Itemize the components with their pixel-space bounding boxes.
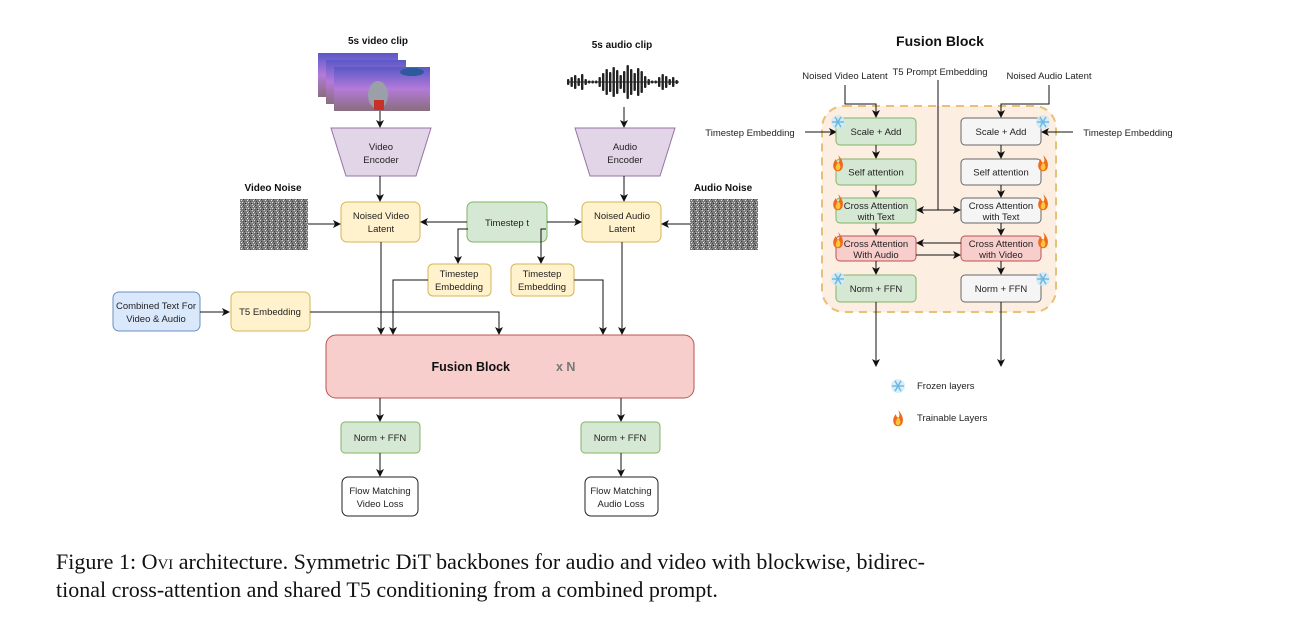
svg-text:with Text: with Text bbox=[857, 212, 895, 223]
video-noise-image bbox=[240, 199, 308, 250]
svg-text:Scale + Add: Scale + Add bbox=[851, 127, 902, 138]
trainable-legend-icon bbox=[893, 410, 903, 427]
svg-text:With Audio: With Audio bbox=[853, 250, 898, 261]
svg-text:Cross Attention: Cross Attention bbox=[844, 239, 908, 250]
main-pipeline: 5s video clip Video Encoder 5s audio cli… bbox=[112, 36, 758, 517]
figure-caption: Figure 1: Ovi architecture. Symmetric Di… bbox=[56, 549, 925, 602]
svg-text:T5 Prompt Embedding: T5 Prompt Embedding bbox=[892, 67, 987, 78]
audio-encoder bbox=[574, 127, 676, 177]
svg-text:Embedding: Embedding bbox=[518, 282, 566, 293]
svg-text:Latent: Latent bbox=[368, 224, 395, 235]
svg-text:Video Loss: Video Loss bbox=[357, 499, 404, 510]
frozen-legend-icon bbox=[891, 379, 905, 393]
model-name: Ovi bbox=[141, 549, 174, 574]
svg-text:Timestep Embedding: Timestep Embedding bbox=[1083, 128, 1172, 139]
svg-text:Scale + Add: Scale + Add bbox=[976, 127, 1027, 138]
svg-text:Audio: Audio bbox=[613, 142, 637, 153]
audio-noise-label: Audio Noise bbox=[694, 183, 753, 194]
video-clip-label: 5s video clip bbox=[348, 36, 408, 47]
trainable-icon bbox=[1038, 232, 1048, 249]
svg-text:Embedding: Embedding bbox=[435, 282, 483, 293]
svg-text:Norm + FFN: Norm + FFN bbox=[354, 433, 407, 444]
svg-text:Timestep Embedding: Timestep Embedding bbox=[705, 128, 794, 139]
svg-text:Fusion Block: Fusion Block bbox=[432, 360, 511, 374]
svg-text:Flow Matching: Flow Matching bbox=[349, 486, 410, 497]
svg-text:Norm + FFN: Norm + FFN bbox=[594, 433, 647, 444]
svg-text:Cross Attention: Cross Attention bbox=[844, 201, 908, 212]
svg-text:Flow Matching: Flow Matching bbox=[590, 486, 651, 497]
frozen-icon bbox=[831, 272, 845, 286]
svg-text:Combined Text For: Combined Text For bbox=[116, 301, 196, 312]
svg-text:Audio Loss: Audio Loss bbox=[597, 499, 644, 510]
flow-matching-audio-loss bbox=[584, 476, 659, 517]
svg-text:Noised Video: Noised Video bbox=[353, 211, 409, 222]
svg-text:Video & Audio: Video & Audio bbox=[126, 314, 186, 325]
svg-text:Encoder: Encoder bbox=[607, 155, 642, 166]
trainable-icon bbox=[1038, 194, 1048, 211]
fusion-block-detail: Fusion Block Noised Video Latent T5 Prom… bbox=[705, 33, 1173, 427]
svg-text:Cross Attention: Cross Attention bbox=[969, 239, 1033, 250]
video-clip-image bbox=[318, 53, 430, 111]
svg-text:Encoder: Encoder bbox=[363, 155, 398, 166]
audio-waveform-icon bbox=[567, 65, 679, 99]
flow-matching-video-loss bbox=[341, 476, 419, 517]
audio-noise-image bbox=[690, 199, 758, 250]
audio-clip-label: 5s audio clip bbox=[592, 40, 653, 51]
svg-text:Timestep: Timestep bbox=[440, 269, 479, 280]
frozen-icon bbox=[1036, 272, 1050, 286]
svg-text:Cross Attention: Cross Attention bbox=[969, 201, 1033, 212]
noised-audio-latent bbox=[581, 201, 662, 243]
svg-text:Noised Audio Latent: Noised Audio Latent bbox=[1006, 71, 1091, 82]
svg-text:Self attention: Self attention bbox=[973, 168, 1028, 179]
frozen-icon bbox=[831, 115, 845, 129]
fusion-repeat: x N bbox=[556, 360, 575, 374]
svg-text:Noised Audio: Noised Audio bbox=[594, 211, 650, 222]
frozen-icon bbox=[1036, 115, 1050, 129]
svg-text:Latent: Latent bbox=[609, 224, 636, 235]
trainable-icon bbox=[833, 194, 843, 211]
svg-text:with Text: with Text bbox=[982, 212, 1020, 223]
trainable-icon bbox=[833, 155, 843, 172]
legend: Frozen layers Trainable Layers bbox=[891, 379, 988, 427]
legend-trainable-label: Trainable Layers bbox=[917, 413, 988, 424]
trainable-icon bbox=[833, 232, 843, 249]
svg-text:with Video: with Video bbox=[978, 250, 1023, 261]
video-noise-label: Video Noise bbox=[244, 183, 301, 194]
svg-text:Video: Video bbox=[369, 142, 393, 153]
svg-text:Timestep t: Timestep t bbox=[485, 218, 529, 229]
svg-text:Timestep: Timestep bbox=[523, 269, 562, 280]
architecture-diagram: 5s video clip Video Encoder 5s audio cli… bbox=[112, 33, 1173, 517]
svg-text:Noised Video Latent: Noised Video Latent bbox=[802, 71, 888, 82]
trainable-icon bbox=[1038, 155, 1048, 172]
video-encoder bbox=[330, 127, 432, 177]
fusion-block bbox=[325, 334, 695, 399]
svg-text:T5 Embedding: T5 Embedding bbox=[239, 307, 301, 318]
noised-video-latent bbox=[340, 201, 421, 243]
fusion-detail-title: Fusion Block bbox=[896, 33, 984, 49]
legend-frozen-label: Frozen layers bbox=[917, 381, 975, 392]
svg-text:Norm + FFN: Norm + FFN bbox=[850, 284, 903, 295]
svg-text:Self attention: Self attention bbox=[848, 168, 903, 179]
svg-text:Norm + FFN: Norm + FFN bbox=[975, 284, 1028, 295]
